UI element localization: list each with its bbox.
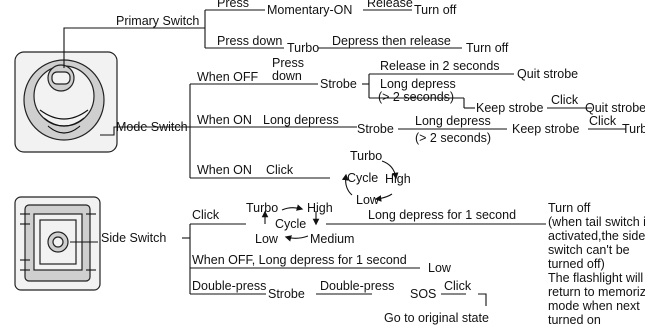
side-cycle-turbo-label: Turbo: [246, 201, 278, 215]
press-down-l1: Press: [272, 56, 304, 70]
side-switch-illustration: [14, 196, 101, 291]
long-depress-c-l1: Long depress: [415, 114, 491, 128]
release-2s-label: Release in 2 seconds: [380, 59, 500, 73]
long-depress-l2: (> 2 seconds): [378, 90, 454, 104]
quit-strobe-label-1: Quit strobe: [517, 67, 578, 81]
note-line: (when tail switch is: [548, 215, 645, 229]
press-down-l2: down: [272, 69, 302, 83]
turn-off-label-2: Turn off: [466, 41, 509, 55]
when-on-label-1: When ON: [197, 113, 252, 127]
note-line: Turn off: [548, 201, 591, 215]
side-click-end-label: Click: [444, 279, 472, 293]
side-low-label: Low: [428, 261, 452, 275]
keep-strobe-label-2: Keep strobe: [512, 122, 579, 136]
press-down-label: Press down: [217, 34, 282, 48]
flashlight-head-illustration: [14, 51, 118, 153]
long-depress-c-l2: (> 2 seconds): [415, 131, 491, 145]
side-cycle-center-label: Cycle: [275, 217, 306, 231]
cycle-low-label: Low: [356, 193, 380, 207]
side-cycle-low-label: Low: [255, 232, 279, 246]
click-label-3: Click: [266, 163, 294, 177]
side-cycle-high-label: High: [307, 201, 333, 215]
side-strobe-label: Strobe: [268, 287, 305, 301]
note-line: activated,the side: [548, 229, 645, 243]
turbo-end-label: Turbo: [622, 122, 645, 136]
long-depress-b-label: Long depress: [263, 113, 339, 127]
strobe-label-2: Strobe: [357, 122, 394, 136]
connector-lines: [63, 9, 626, 306]
long-depress-1s-label: Long depress for 1 second: [368, 208, 516, 222]
when-off-long-label: When OFF, Long depress for 1 second: [192, 253, 407, 267]
cycle-center-label: Cycle: [347, 171, 378, 185]
double-press-label-2: Double-press: [320, 279, 394, 293]
note-line: mode when next: [548, 299, 640, 313]
depress-release-label: Depress then release: [332, 34, 451, 48]
when-on-label-2: When ON: [197, 163, 252, 177]
long-depress-l1: Long depress: [380, 77, 456, 91]
cycle-turbo-label: Turbo: [350, 149, 382, 163]
turbo-label: Turbo: [287, 41, 319, 55]
cycle-high-label: High: [385, 172, 411, 186]
quit-strobe-label-2: Quit strobe: [585, 101, 645, 115]
note-line: turned off): [548, 257, 605, 271]
side-click-label: Click: [192, 208, 220, 222]
original-state-label: Go to original state: [384, 311, 489, 325]
note-line: switch can't be: [548, 243, 630, 257]
note-line: The flashlight will: [548, 271, 643, 285]
when-off-label: When OFF: [197, 70, 258, 84]
side-switch-title: Side Switch: [101, 231, 166, 245]
strobe-label-1: Strobe: [320, 77, 357, 91]
mode-cycle-arrows: [341, 160, 399, 202]
momentary-on-label: Momentary-ON: [267, 3, 352, 17]
press-label: Press: [217, 0, 249, 10]
note-line: turned on: [548, 313, 601, 327]
mode-switch-title: Mode Switch: [116, 120, 188, 134]
sos-label: SOS: [410, 287, 436, 301]
turn-off-label-1: Turn off: [414, 3, 457, 17]
double-press-label-1: Double-press: [192, 279, 266, 293]
keep-strobe-label-1: Keep strobe: [476, 101, 543, 115]
click-label-1: Click: [551, 93, 579, 107]
release-label: Release: [367, 0, 413, 10]
side-cycle-arrows: [261, 204, 320, 242]
side-cycle-medium-label: Medium: [310, 232, 354, 246]
click-label-2: Click: [589, 114, 617, 128]
primary-switch-title: Primary Switch: [116, 14, 199, 28]
note-line: return to memorized: [548, 285, 645, 299]
turn-off-note: Turn off (when tail switch is activated,…: [548, 201, 645, 327]
